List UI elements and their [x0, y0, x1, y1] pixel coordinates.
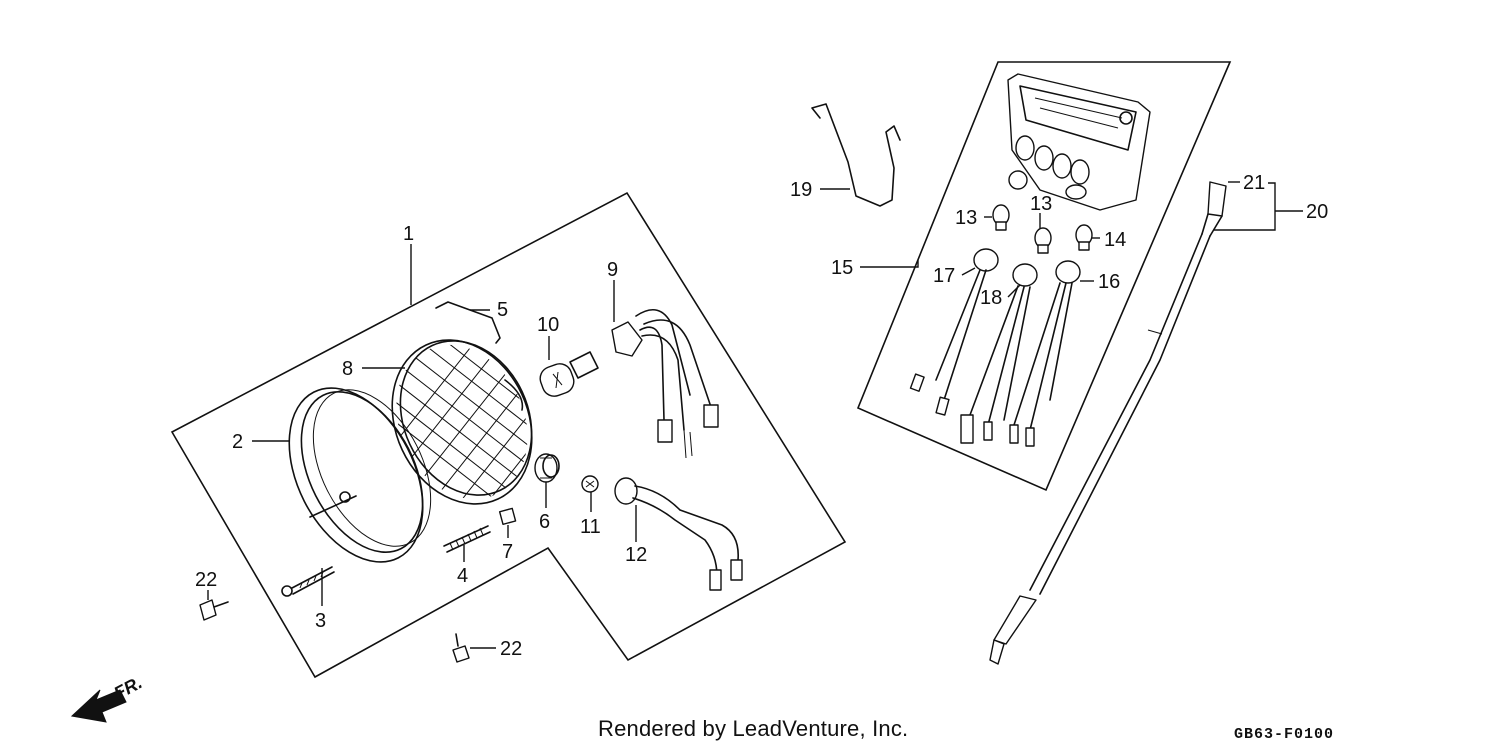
part-label-11: 11	[580, 516, 601, 538]
part-label-2: 2	[232, 431, 243, 453]
part-label-22b: 22	[500, 638, 522, 660]
part-label-3: 3	[315, 610, 326, 632]
screw-drawing	[281, 566, 335, 597]
socket-17-drawing	[909, 248, 999, 416]
part-label-12: 12	[625, 544, 647, 566]
meter-bulb-14-drawing	[1075, 224, 1093, 251]
part-label-7: 7	[502, 541, 513, 563]
part-labels: 1 2 3 4 5 6 7 8 9 10 11 12 13 13 14 15 1…	[195, 172, 1328, 660]
spring-drawing	[443, 525, 491, 553]
part-label-8: 8	[342, 358, 353, 380]
speedometer-cable-drawing	[989, 181, 1227, 665]
socket-18-drawing	[960, 263, 1038, 444]
part-label-21: 21	[1243, 172, 1265, 194]
part-label-4: 4	[457, 565, 468, 587]
position-bulb-drawing	[581, 475, 599, 493]
part-label-18: 18	[980, 287, 1002, 309]
bulb-socket-drawing	[611, 308, 719, 459]
part-label-20: 20	[1306, 201, 1328, 223]
part-label-22a: 22	[195, 569, 217, 591]
part-label-13a: 13	[955, 207, 977, 229]
part-label-19: 19	[790, 179, 812, 201]
meter-bulb-13b-drawing	[1034, 227, 1052, 254]
diagram-code: GB63-F0100	[1234, 726, 1335, 743]
position-socket-drawing	[614, 477, 743, 591]
spring-clip-drawing	[435, 301, 501, 344]
headlight-bulb-drawing	[539, 351, 599, 397]
meter-assembly-boundary	[856, 61, 1232, 492]
part-label-16: 16	[1098, 271, 1120, 293]
part-label-17: 17	[933, 265, 955, 287]
headlight-assembly-boundary	[170, 191, 847, 679]
front-direction-indicator: FR.	[70, 672, 145, 723]
part-label-14: 14	[1104, 229, 1126, 251]
part-label-10: 10	[537, 314, 559, 336]
socket-16-drawing	[1009, 260, 1081, 447]
bolt-drawing-bottom	[452, 633, 470, 663]
part-label-13b: 13	[1030, 193, 1052, 215]
meter-bulb-13a-drawing	[992, 204, 1010, 231]
bolt-drawing-left	[199, 599, 229, 621]
part-label-15: 15	[831, 257, 853, 279]
front-arrow-icon	[70, 689, 127, 723]
render-credit: Rendered by LeadVenture, Inc.	[598, 716, 909, 741]
part-label-9: 9	[607, 259, 618, 281]
headlight-rim-drawing	[288, 387, 432, 563]
meter-case-drawing	[1007, 73, 1151, 211]
callout-lines	[207, 181, 1303, 649]
part-label-6: 6	[539, 511, 550, 533]
nut-drawing	[498, 507, 517, 526]
socket-drawing	[534, 453, 560, 483]
part-label-5: 5	[497, 299, 508, 321]
meter-stay-drawing	[811, 103, 901, 207]
part-label-1: 1	[403, 223, 414, 245]
headlight-lens-drawing	[371, 323, 553, 521]
